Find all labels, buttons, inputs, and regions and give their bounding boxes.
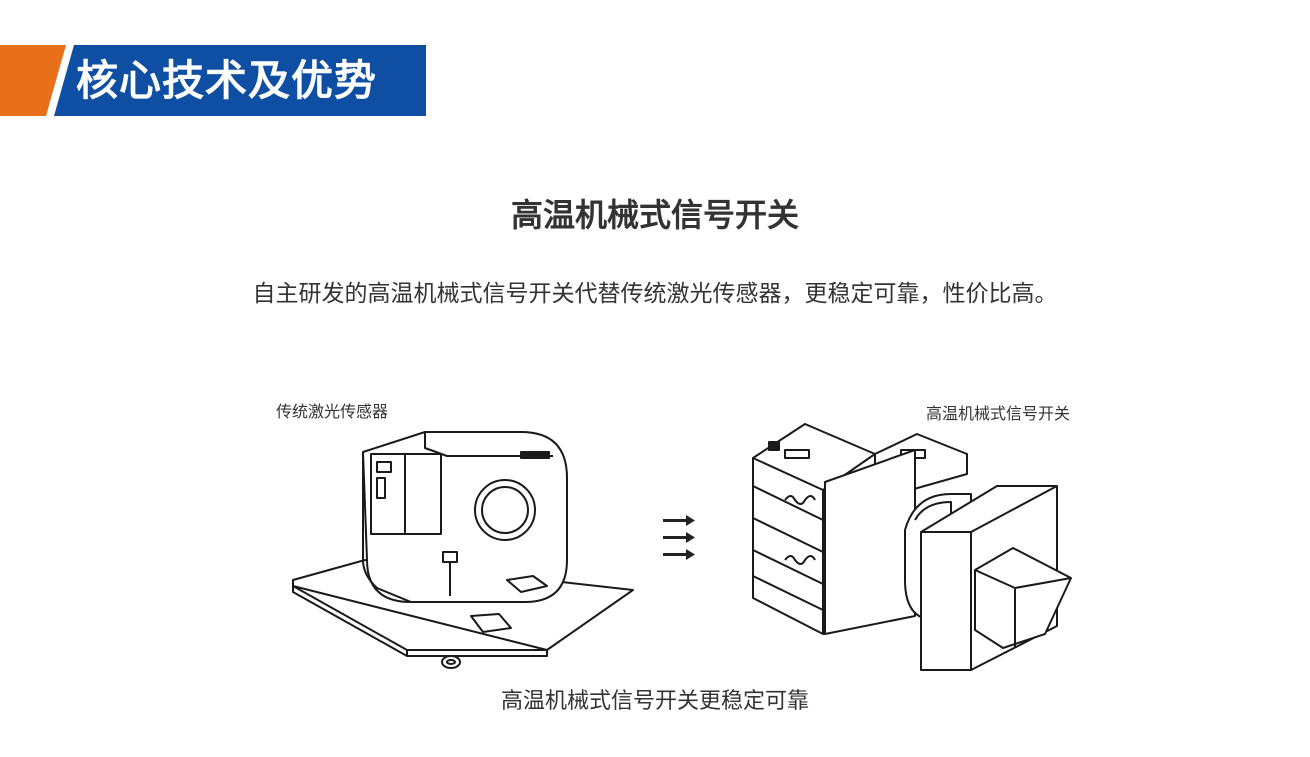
signal-switch-illustration	[752, 423, 1072, 671]
banner-shape	[0, 45, 426, 116]
banner-background	[54, 45, 426, 116]
header-banner: 核心技术及优势	[0, 45, 426, 116]
comparison-caption: 高温机械式信号开关更稳定可靠	[500, 689, 809, 714]
signal-switch-label: 高温机械式信号开关	[926, 404, 1071, 423]
page-title: 核心技术及优势	[76, 56, 378, 105]
banner-accent-stripe	[0, 45, 66, 116]
section-title: 高温机械式信号开关	[510, 196, 799, 234]
section-description: 自主研发的高温机械式信号开关代替传统激光传感器，更稳定可靠，性价比高。	[252, 281, 1058, 307]
triple-arrow-right-icon	[663, 515, 695, 560]
laser-sensor-illustration	[292, 431, 634, 669]
laser-sensor-label: 传统激光传感器	[276, 402, 389, 421]
